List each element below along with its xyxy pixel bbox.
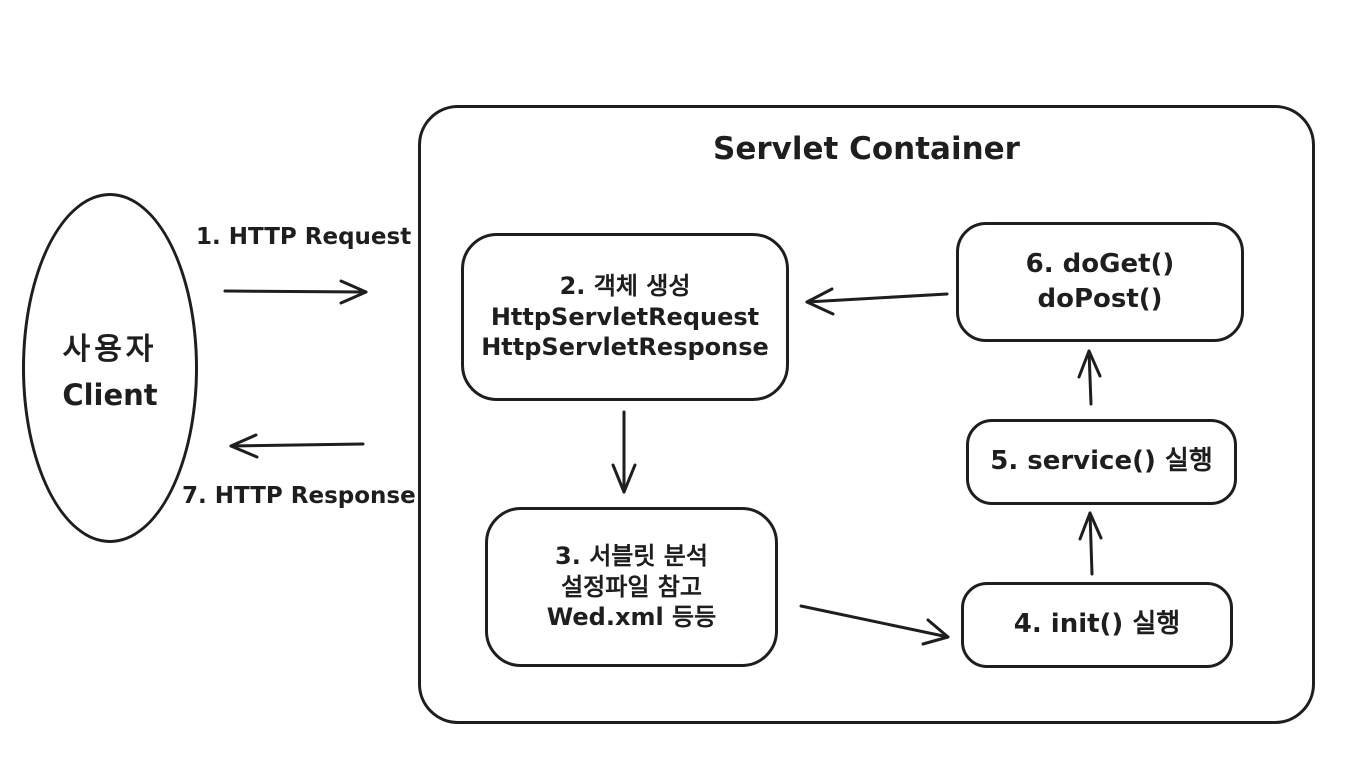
http-request-arrow — [223, 279, 368, 305]
box-servlet-analysis-line: 설정파일 참고 — [561, 572, 702, 601]
box-object-creation: 2. 객체 생성 HttpServletRequest HttpServletR… — [461, 233, 789, 401]
box-servlet-analysis-line: 3. 서블릿 분석 — [555, 541, 708, 570]
box-doget-line: 6. doGet() — [1025, 248, 1175, 279]
servlet-container-box — [418, 105, 1315, 724]
box-object-creation-line: 2. 객체 생성 — [559, 271, 691, 300]
box-object-creation-line: HttpServletRequest — [490, 302, 760, 331]
box-service-label: 5. service() 실행 — [990, 446, 1213, 477]
http-response-label: 7. HTTP Response — [182, 483, 416, 509]
box-doget-dopost: 6. doGet() doPost() — [956, 222, 1244, 342]
http-response-arrow — [229, 433, 365, 459]
servlet-container-title: Servlet Container — [713, 131, 1020, 167]
client-label-korean: 사용자 — [62, 332, 158, 367]
box-service: 5. service() 실행 — [966, 419, 1237, 505]
box-servlet-analysis-line: Wed.xml 등등 — [546, 603, 717, 632]
box-object-creation-line: HttpServletResponse — [481, 333, 769, 362]
box-init: 4. init() 실행 — [961, 582, 1233, 668]
box-init-label: 4. init() 실행 — [1013, 609, 1181, 640]
box-servlet-analysis: 3. 서블릿 분석 설정파일 참고 Wed.xml 등등 — [485, 507, 778, 667]
client-label-english: Client — [62, 378, 158, 412]
http-request-label: 1. HTTP Request — [196, 224, 412, 250]
box-dopost-line: doPost() — [1037, 284, 1163, 314]
client-node: 사용자 Client — [22, 193, 198, 543]
